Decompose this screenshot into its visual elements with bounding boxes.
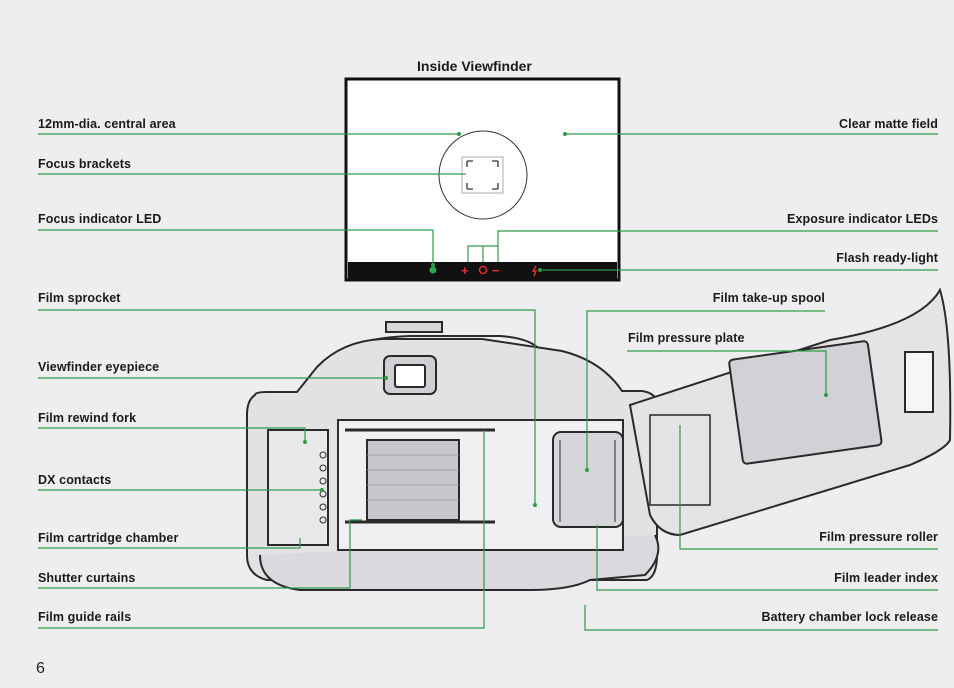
label-flash-ready-light: Flash ready-light bbox=[836, 251, 938, 265]
leader-endpoints bbox=[303, 132, 828, 507]
label-film-cartridge-chamber: Film cartridge chamber bbox=[38, 531, 179, 545]
page-number: 6 bbox=[36, 660, 45, 677]
label-film-pressure-plate: Film pressure plate bbox=[628, 331, 745, 345]
viewfinder-title: Inside Viewfinder bbox=[417, 58, 532, 74]
label-exposure-leds: Exposure indicator LEDs bbox=[787, 212, 938, 226]
label-focus-led: Focus indicator LED bbox=[38, 212, 162, 226]
label-film-rewind-fork: Film rewind fork bbox=[38, 411, 137, 425]
label-focus-brackets: Focus brackets bbox=[38, 157, 132, 171]
label-film-sprocket: Film sprocket bbox=[38, 291, 121, 305]
label-viewfinder-eyepiece: Viewfinder eyepiece bbox=[38, 360, 160, 374]
leader-lines bbox=[38, 133, 938, 631]
exposure-minus: − bbox=[492, 263, 500, 278]
label-film-take-up-spool: Film take-up spool bbox=[712, 291, 825, 305]
exposure-plus: + bbox=[461, 263, 469, 278]
exposure-circle bbox=[478, 265, 488, 275]
label-dx-contacts: DX contacts bbox=[38, 473, 112, 487]
focus-led-dot bbox=[429, 266, 437, 274]
camera-body bbox=[246, 287, 952, 591]
label-battery-lock-release: Battery chamber lock release bbox=[761, 610, 938, 624]
flash-ready-symbol bbox=[531, 265, 538, 277]
label-film-leader-index: Film leader index bbox=[834, 571, 938, 585]
label-central-area: 12mm-dia. central area bbox=[38, 117, 176, 131]
label-film-guide-rails: Film guide rails bbox=[38, 610, 132, 624]
label-film-pressure-roller: Film pressure roller bbox=[819, 530, 938, 544]
label-clear-matte-field: Clear matte field bbox=[839, 117, 938, 131]
label-shutter-curtains: Shutter curtains bbox=[38, 571, 136, 585]
